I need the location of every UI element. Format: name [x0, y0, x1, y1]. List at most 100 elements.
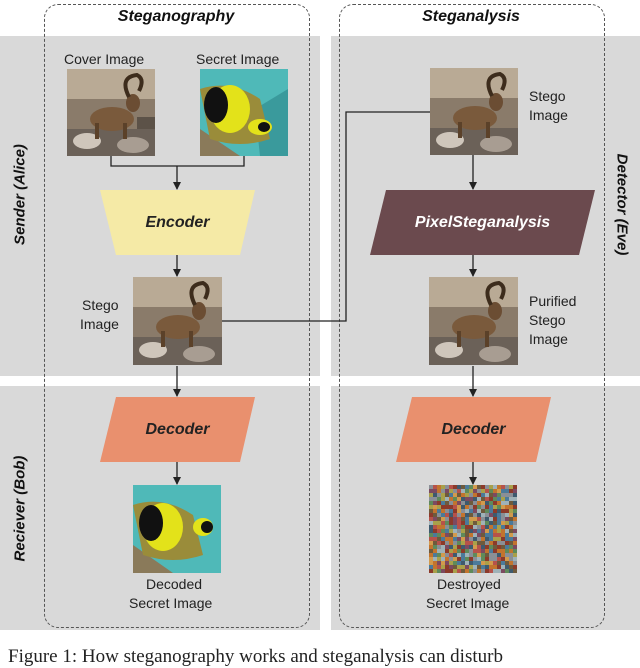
noise-pixel [481, 545, 485, 549]
noise-pixel [453, 533, 457, 537]
noise-pixel [433, 509, 437, 513]
noise-pixel [457, 521, 461, 525]
noise-pixel [497, 537, 501, 541]
noise-pixel [493, 561, 497, 565]
noise-pixel [429, 505, 433, 509]
noise-pixel [481, 537, 485, 541]
noise-pixel [489, 489, 493, 493]
noise-pixel [469, 557, 473, 561]
noise-pixel [513, 521, 517, 525]
secret-image-label: Secret Image [196, 51, 280, 67]
noise-pixel [485, 489, 489, 493]
noise-pixel [469, 521, 473, 525]
noise-pixel [501, 485, 505, 489]
noise-pixel [437, 529, 441, 533]
noise-pixel [477, 553, 481, 557]
noise-pixel [453, 537, 457, 541]
noise-pixel [497, 513, 501, 517]
noise-pixel [449, 545, 453, 549]
noise-pixel [485, 533, 489, 537]
noise-pixel [501, 493, 505, 497]
noise-pixel [477, 537, 481, 541]
noise-pixel [441, 545, 445, 549]
noise-pixel [433, 505, 437, 509]
noise-pixel [441, 565, 445, 569]
noise-pixel [453, 553, 457, 557]
noise-pixel [513, 565, 517, 569]
noise-pixel [437, 517, 441, 521]
noise-pixel [433, 545, 437, 549]
noise-pixel [461, 489, 465, 493]
noise-pixel [445, 557, 449, 561]
noise-pixel [457, 529, 461, 533]
noise-pixel [501, 497, 505, 501]
noise-pixel [441, 569, 445, 573]
noise-pixel [449, 533, 453, 537]
noise-pixel [461, 533, 465, 537]
noise-pixel [505, 501, 509, 505]
noise-pixel [445, 497, 449, 501]
noise-pixel [513, 557, 517, 561]
noise-pixel [453, 497, 457, 501]
noise-pixel [453, 521, 457, 525]
noise-pixel [477, 521, 481, 525]
noise-pixel [429, 537, 433, 541]
noise-pixel [437, 541, 441, 545]
noise-pixel [429, 513, 433, 517]
noise-pixel [505, 489, 509, 493]
noise-pixel [485, 529, 489, 533]
noise-pixel [453, 545, 457, 549]
noise-pixel [501, 501, 505, 505]
noise-pixel [429, 485, 433, 489]
noise-pixel [469, 493, 473, 497]
noise-pixel [473, 485, 477, 489]
noise-pixel [473, 561, 477, 565]
noise-pixel [457, 497, 461, 501]
stego-label-right-2: Image [529, 107, 568, 123]
noise-pixel [429, 509, 433, 513]
noise-pixel [465, 505, 469, 509]
noise-pixel [433, 485, 437, 489]
noise-pixel [457, 501, 461, 505]
noise-pixel [429, 497, 433, 501]
purified-label-2: Stego [529, 312, 566, 328]
noise-pixel [481, 533, 485, 537]
noise-pixel [441, 529, 445, 533]
noise-pixel [437, 569, 441, 573]
noise-pixel [477, 533, 481, 537]
noise-pixel [485, 501, 489, 505]
decoder-left-shape [100, 397, 255, 462]
pixelsteganalysis-label: PixelSteganalysis [414, 213, 551, 231]
noise-pixel [497, 545, 501, 549]
noise-pixel [509, 549, 513, 553]
noise-pixel [445, 537, 449, 541]
noise-pixel [489, 549, 493, 553]
noise-pixel [505, 541, 509, 545]
noise-pixel [477, 557, 481, 561]
noise-pixel [429, 525, 433, 529]
noise-pixel [509, 561, 513, 565]
noise-pixel [453, 485, 457, 489]
noise-pixel [465, 513, 469, 517]
noise-pixel [481, 557, 485, 561]
noise-pixel [433, 501, 437, 505]
noise-pixel [461, 525, 465, 529]
noise-pixel [493, 497, 497, 501]
noise-pixel [457, 485, 461, 489]
encoder-label: Encoder [145, 213, 210, 231]
noise-pixel [485, 513, 489, 517]
noise-pixel [453, 501, 457, 505]
noise-pixel [509, 505, 513, 509]
noise-pixel [441, 497, 445, 501]
noise-pixel [513, 545, 517, 549]
noise-pixel [485, 549, 489, 553]
noise-pixel [513, 501, 517, 505]
noise-pixel [477, 493, 481, 497]
noise-pixel [501, 557, 505, 561]
noise-pixel [445, 529, 449, 533]
noise-pixel [493, 485, 497, 489]
noise-pixel [461, 485, 465, 489]
noise-pixel [449, 525, 453, 529]
noise-pixel [501, 513, 505, 517]
noise-pixel [509, 509, 513, 513]
